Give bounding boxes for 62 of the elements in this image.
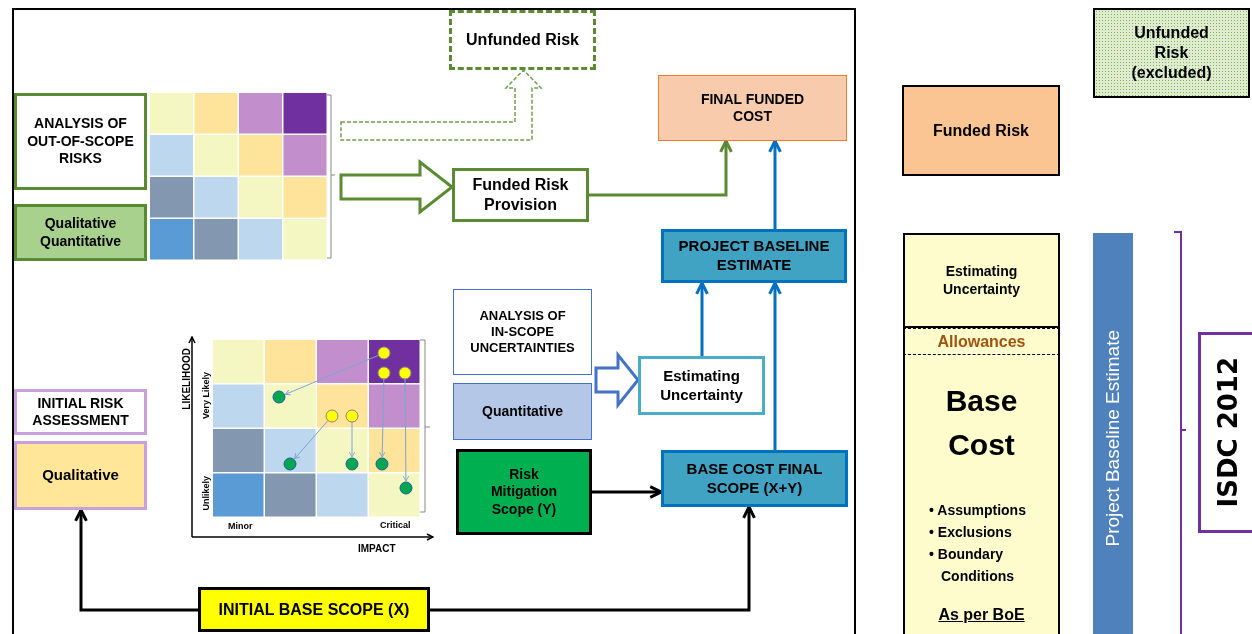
node-label: Funded Risk — [933, 120, 1029, 141]
estimate-box — [661, 229, 847, 283]
arrow — [768, 281, 782, 450]
block-arrow — [339, 158, 455, 216]
method-box — [14, 204, 147, 261]
process-box — [14, 389, 147, 435]
scope-box — [198, 587, 430, 632]
node-label: INITIAL RISK ASSESSMENT — [31, 394, 130, 430]
process-box — [661, 450, 848, 507]
note-text: As per BoE — [937, 605, 1026, 625]
process-box — [456, 449, 592, 535]
arrow — [74, 508, 198, 612]
node-label: FINAL FUNDED COST — [699, 90, 806, 126]
bullet-item: • Boundary Conditions — [929, 545, 1016, 586]
axis-tick-label: Very Likely — [200, 372, 212, 420]
node-label: Risk Mitigation Scope (Y) — [489, 465, 559, 519]
arrow — [592, 485, 663, 499]
arrow — [768, 139, 782, 229]
vertical-label: Project Baseline Estimate — [1100, 329, 1124, 547]
axis-label: IMPACT — [358, 542, 396, 556]
standard-box — [1198, 332, 1252, 533]
arrow — [589, 139, 733, 197]
node-label: INITIAL BASE SCOPE (X) — [218, 599, 410, 620]
node-label: PROJECT BASELINE ESTIMATE — [677, 237, 831, 275]
node-label: Estimating Uncertainty — [942, 263, 1021, 298]
method-box — [453, 383, 592, 440]
bullet-item: • Exclusions — [929, 523, 1013, 542]
arrow — [430, 505, 756, 612]
node-label: Funded Risk Provision — [471, 175, 570, 215]
axis-label: LIKELIHOOD — [180, 348, 193, 410]
legend-box — [1093, 8, 1250, 98]
node-label: Quantitative — [482, 402, 563, 421]
vertical-bar — [1093, 233, 1133, 634]
cost-layer — [903, 328, 1060, 355]
axis-tick-label: Unlikely — [200, 476, 212, 511]
result-box — [658, 75, 847, 141]
process-box — [638, 356, 765, 415]
cost-layer — [903, 355, 1060, 634]
bullet-item: • Assumptions — [929, 501, 1027, 520]
cost-layer — [903, 233, 1060, 328]
process-box — [452, 168, 589, 222]
node-label: Qualitative — [42, 466, 119, 485]
arrow — [695, 281, 709, 356]
method-box — [14, 441, 147, 510]
process-box — [453, 289, 592, 375]
node-label: Unfunded Risk (excluded) — [1130, 23, 1213, 83]
legend-box — [902, 85, 1060, 176]
node-label: Unfunded Risk — [466, 30, 579, 50]
node-title: Base Cost — [944, 383, 1019, 463]
process-box — [14, 93, 147, 190]
node-label: Qualitative Quantitative — [39, 215, 122, 250]
axis-tick-label: Minor — [228, 520, 253, 533]
block-arrow — [594, 350, 640, 410]
node-label: BASE COST FINAL SCOPE (X+Y) — [685, 459, 824, 498]
node-label: Estimating Uncertainty — [659, 366, 744, 405]
dashed-box — [449, 10, 596, 70]
node-label: Allowances — [937, 331, 1026, 352]
axis-tick-label: Critical — [380, 519, 411, 532]
node-label: ANALYSIS OF IN-SCOPE UNCERTAINTIES — [469, 307, 576, 357]
block-arrow — [340, 68, 543, 141]
node-label: ANALYSIS OF OUT-OF-SCOPE RISKS — [26, 115, 135, 168]
vertical-label: ISDC 2012 — [1211, 357, 1244, 508]
